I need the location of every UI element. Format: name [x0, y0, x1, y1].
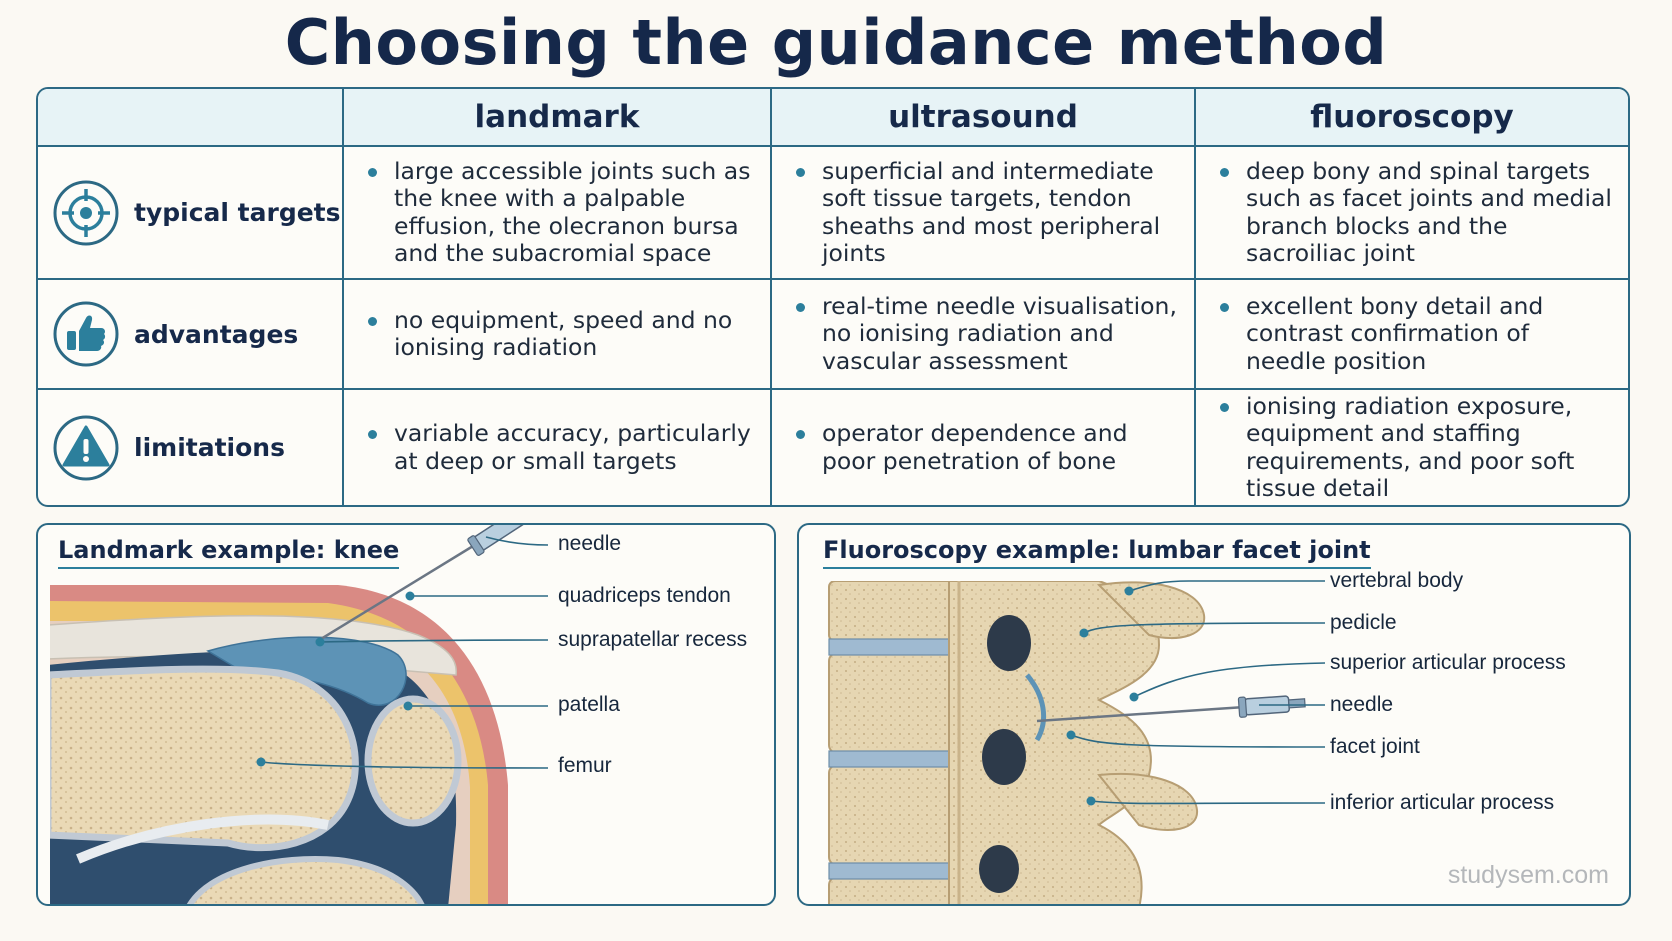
- knee-example-panel: Landmark example: knee needle quadriceps…: [36, 523, 776, 906]
- comparison-table: landmark ultrasound fluoroscopy typical …: [36, 87, 1630, 507]
- bullet-text: excellent bony detail and contrast confi…: [1218, 292, 1614, 376]
- cell-advantages-landmark: no equipment, speed and no ionising radi…: [344, 280, 772, 390]
- bullet-text: real-time needle visualisation, no ionis…: [794, 292, 1180, 376]
- bullet-text: no equipment, speed and no ionising radi…: [366, 306, 756, 362]
- cell-targets-fluoroscopy: deep bony and spinal targets such as fac…: [1196, 147, 1628, 280]
- bullet-text: superficial and intermediate soft tissue…: [794, 157, 1180, 268]
- bullet-text: variable accuracy, particularly at deep …: [366, 419, 756, 475]
- knee-panel-title: Landmark example: knee: [58, 536, 400, 569]
- row-label-text: limitations: [134, 433, 285, 462]
- page-title: Choosing the guidance method: [284, 6, 1388, 79]
- label-inferior-articular-process: inferior articular process: [1330, 791, 1555, 814]
- cell-limitations-fluoroscopy: ionising radiation exposure, equipment a…: [1196, 390, 1628, 505]
- table-corner: [38, 89, 344, 147]
- column-header-landmark: landmark: [344, 89, 772, 147]
- bullet-text: ionising radiation exposure, equipment a…: [1218, 392, 1614, 503]
- label-superior-articular-process: superior articular process: [1330, 651, 1566, 674]
- label-vertebral-body: vertebral body: [1330, 569, 1464, 592]
- knee-illustration: [50, 525, 549, 904]
- row-label-text: advantages: [134, 319, 299, 349]
- watermark: studysem.com: [1447, 861, 1609, 889]
- label-facet-joint: facet joint: [1330, 735, 1420, 758]
- label-quadriceps-tendon: quadriceps tendon: [558, 584, 731, 607]
- label-needle: needle: [558, 532, 622, 555]
- target-icon: [53, 180, 119, 245]
- bullet-text: operator dependence and poor penetration…: [794, 419, 1180, 475]
- cell-limitations-ultrasound: operator dependence and poor penetration…: [772, 390, 1196, 505]
- thumbs-up-icon: [53, 301, 119, 367]
- label-pedicle: pedicle: [1330, 611, 1397, 634]
- cell-targets-ultrasound: superficial and intermediate soft tissue…: [772, 147, 1196, 280]
- cell-advantages-ultrasound: real-time needle visualisation, no ionis…: [772, 280, 1196, 390]
- row-label-text: typical targets: [134, 198, 341, 227]
- spine-illustration: [828, 580, 1326, 904]
- cell-targets-landmark: large accessible joints such as the knee…: [344, 147, 772, 280]
- bullet-text: large accessible joints such as the knee…: [366, 157, 756, 268]
- label-patella: patella: [558, 693, 620, 716]
- label-femur: femur: [558, 754, 612, 777]
- spine-panel-title: Fluoroscopy example: lumbar facet joint: [823, 536, 1371, 569]
- cell-limitations-landmark: variable accuracy, particularly at deep …: [344, 390, 772, 505]
- column-header-ultrasound: ultrasound: [772, 89, 1196, 147]
- cell-advantages-fluoroscopy: excellent bony detail and contrast confi…: [1196, 280, 1628, 390]
- row-label-limitations: limitations: [38, 390, 344, 505]
- needle-hub-icon: [467, 525, 526, 556]
- bullet-text: deep bony and spinal targets such as fac…: [1218, 157, 1614, 268]
- row-label-typical-targets: typical targets: [38, 147, 344, 280]
- label-suprapatellar-recess: suprapatellar recess: [558, 628, 748, 651]
- row-label-advantages: advantages: [38, 280, 344, 390]
- warning-icon: [53, 415, 119, 480]
- label-needle: needle: [1330, 693, 1394, 716]
- column-header-fluoroscopy: fluoroscopy: [1196, 89, 1628, 147]
- spine-example-panel: Fluoroscopy example: lumbar facet joint …: [797, 523, 1631, 906]
